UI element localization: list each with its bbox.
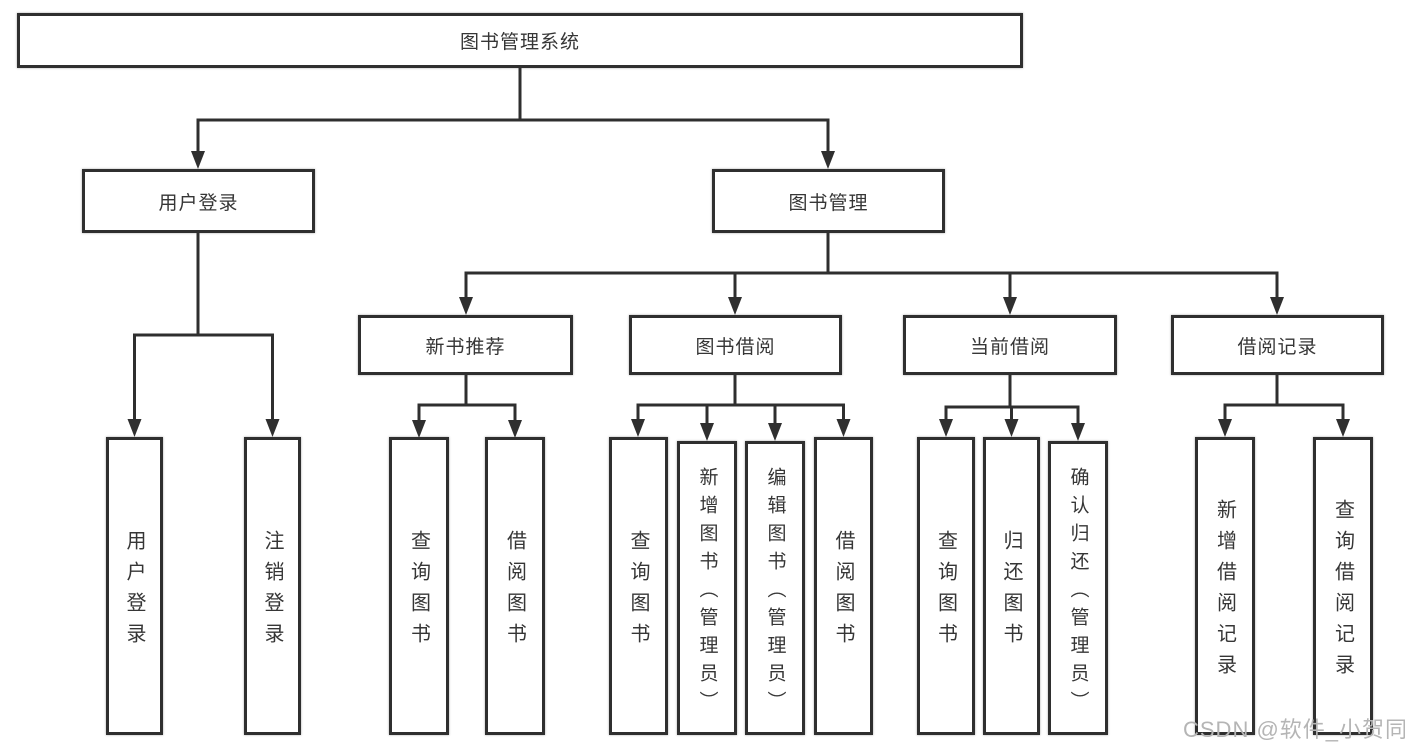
node-book-management: 图书管理 [712, 169, 945, 233]
node-label: 用户登录 [158, 192, 239, 214]
csdn-watermark: CSDN @软件_小贺同学 [1183, 717, 1405, 742]
leaf-borrow-books-recommend: 借阅图书 [485, 437, 545, 735]
node-new-book-recommendation: 新书推荐 [358, 315, 573, 375]
node-label: 图书管理 [788, 192, 869, 214]
leaf-user-login: 用户登录 [106, 437, 163, 735]
leaf-label: 查询图书 [934, 529, 957, 654]
node-label: 借阅记录 [1237, 336, 1318, 358]
leaf-label: 新增图书（管理员） [696, 466, 718, 719]
leaf-add-borrow-record: 新增借阅记录 [1195, 437, 1255, 735]
leaf-label: 确认归还（管理员） [1067, 466, 1089, 719]
leaf-borrow-books: 借阅图书 [814, 437, 873, 735]
leaf-query-books-current: 查询图书 [917, 437, 975, 735]
node-label: 新书推荐 [425, 336, 506, 358]
node-user-login: 用户登录 [82, 169, 315, 233]
leaf-label: 借阅图书 [832, 529, 854, 654]
leaf-query-borrow-record: 查询借阅记录 [1313, 437, 1373, 735]
leaf-return-books: 归还图书 [983, 437, 1040, 735]
leaf-label: 注销登录 [261, 529, 283, 654]
leaf-label: 查询图书 [407, 529, 430, 654]
leaf-label: 用户登录 [123, 529, 145, 654]
leaf-label: 编辑图书（管理员） [764, 466, 786, 719]
node-label: 当前借阅 [969, 336, 1050, 358]
node-borrowing-records: 借阅记录 [1171, 315, 1384, 375]
leaf-query-books-recommend: 查询图书 [389, 437, 449, 735]
leaf-label: 归还图书 [1000, 529, 1022, 654]
leaf-edit-books-admin: 编辑图书（管理员） [745, 441, 805, 735]
leaf-add-books-admin: 新增图书（管理员） [677, 441, 737, 735]
node-label: 图书管理系统 [459, 32, 580, 53]
node-library-management-system: 图书管理系统 [17, 13, 1023, 68]
node-book-borrowing: 图书借阅 [629, 315, 842, 375]
leaf-label: 新增借阅记录 [1213, 498, 1236, 685]
leaf-label: 借阅图书 [503, 529, 526, 654]
node-label: 图书借阅 [695, 336, 776, 358]
leaf-confirm-return-admin: 确认归还（管理员） [1048, 441, 1108, 735]
node-current-borrowing: 当前借阅 [903, 315, 1117, 375]
leaf-label: 查询图书 [627, 529, 649, 654]
leaf-label: 查询借阅记录 [1331, 498, 1354, 685]
leaf-logout: 注销登录 [244, 437, 301, 735]
leaf-query-books-borrow: 查询图书 [609, 437, 668, 735]
